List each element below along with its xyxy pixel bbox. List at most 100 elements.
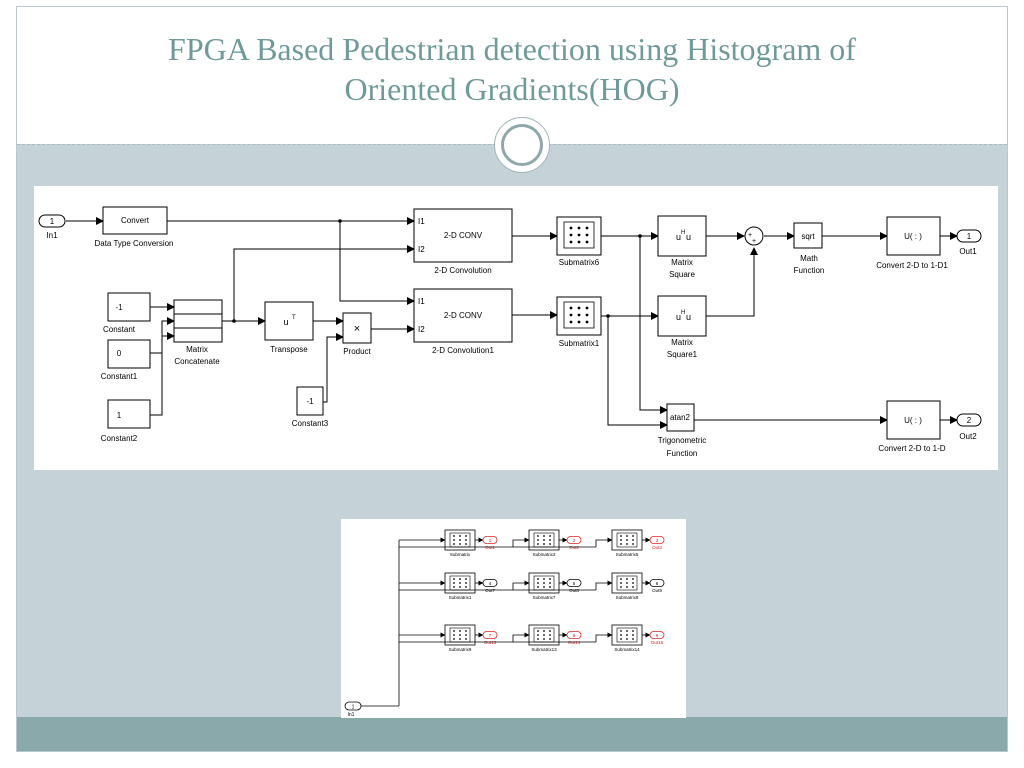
convert-2d-to-1d-block[interactable]: U( : ) Convert 2-D to 1-D — [878, 400, 946, 453]
constant1-block[interactable]: 0 Constant1 — [101, 339, 151, 381]
constant-label: Constant — [103, 325, 136, 334]
product-label: Product — [343, 347, 371, 356]
matrix-square1-block[interactable]: u H u Matrix Square1 — [657, 295, 707, 359]
sub-submatrix-label: Submatrix1 — [449, 595, 472, 600]
matrix-square-block[interactable]: u H u Matrix Square — [657, 215, 707, 279]
sub-submatrix-label: Submatrix7 — [533, 595, 556, 600]
inport-in1[interactable]: 1 In1 — [38, 214, 66, 240]
constant2-block[interactable]: 1 Constant2 — [101, 399, 151, 443]
sub-outport-number: 3 — [656, 538, 659, 543]
msq-label-1: Matrix — [671, 258, 693, 267]
convert-2d-to-1d1-block[interactable]: U( : ) Convert 2-D to 1-D1 — [876, 216, 948, 270]
sub-outport-number: 9 — [656, 633, 659, 638]
outport-out1[interactable]: 1 Out1 — [956, 229, 982, 256]
sum-sign-a: + — [748, 232, 752, 239]
sub-outport-label: Out15 — [651, 640, 664, 645]
out2-number: 2 — [967, 416, 972, 425]
sub-outport-label: Out3 — [652, 545, 662, 550]
slide-footer-band — [17, 717, 1007, 751]
data-type-conversion-block[interactable]: Convert Data Type Conversion — [94, 206, 174, 248]
2d-convolution1-block[interactable]: I1 I2 2-D CONV 2-D Convolution1 — [413, 288, 513, 355]
constant1-label: Constant1 — [101, 372, 138, 381]
sub-outport-label: Out14 — [568, 640, 581, 645]
slide-title: FPGA Based Pedestrian detection using Hi… — [57, 29, 967, 109]
conv-port2: I2 — [418, 245, 425, 254]
submatrix1-block[interactable]: Submatrix1 — [556, 296, 602, 348]
c1d-label: Convert 2-D to 1-D — [878, 444, 945, 453]
sqrt-label-2: Function — [794, 266, 825, 275]
atan2-text: atan2 — [670, 413, 691, 422]
sub-inport-number: 1 — [352, 705, 355, 711]
submatrix1-label: Submatrix1 — [559, 339, 600, 348]
sub-outport-number: 4 — [489, 581, 492, 586]
conv1-label: 2-D Convolution1 — [432, 346, 494, 355]
sub-submatrix-label: Submatrix — [450, 552, 471, 557]
conv1-port2: I2 — [418, 325, 425, 334]
concat-label-1: Matrix — [186, 345, 208, 354]
c1d1-label: Convert 2-D to 1-D1 — [876, 261, 948, 270]
conv-port1: I1 — [418, 217, 425, 226]
title-line-1: FPGA Based Pedestrian detection using Hi… — [168, 31, 856, 67]
sub-outport-label: Out8 — [569, 588, 579, 593]
convert-label: Data Type Conversion — [94, 239, 173, 248]
atan2-label-2: Function — [667, 449, 698, 458]
msq1-sup: H — [681, 310, 685, 316]
sub-inport-in1[interactable]: 1 In1 — [344, 701, 362, 718]
sub-outport-label: Out13 — [484, 640, 497, 645]
product-block[interactable]: × Product — [342, 312, 372, 356]
math-function-block[interactable]: sqrt Math Function — [793, 222, 825, 275]
constant3-block[interactable]: -1 Constant3 — [292, 386, 329, 428]
atan2-label-1: Trigonometric — [658, 436, 707, 445]
concat-label-2: Concatenate — [174, 357, 220, 366]
sub-outport-number: 7 — [489, 633, 492, 638]
sub-submatrix-label: Submatrix14 — [614, 647, 640, 652]
constant-block[interactable]: -1 Constant — [103, 292, 151, 334]
submatrix6-block[interactable]: Submatrix6 — [556, 216, 602, 267]
sub-submatrix-label: Submatrix13 — [531, 647, 557, 652]
title-line-2: Oriented Gradients(HOG) — [344, 71, 680, 107]
sub-submatrix-label: Submatrix9 — [449, 647, 472, 652]
conv-label: 2-D Convolution — [434, 266, 491, 275]
outport-out2[interactable]: 2 Out2 — [956, 413, 982, 441]
sub-outport-label: Out2 — [569, 545, 579, 550]
constant-value: -1 — [115, 303, 123, 312]
transpose-text: u — [283, 317, 288, 327]
msq-u2: u — [686, 232, 691, 242]
transpose-block[interactable]: u T Transpose — [264, 301, 314, 354]
sum-sign-b: + — [752, 238, 756, 245]
trigonometric-function-block[interactable]: atan2 Trigonometric Function — [658, 403, 707, 458]
sub-submatrix-label: Submatrix5 — [616, 552, 639, 557]
sub-outport-label: Out9 — [652, 588, 662, 593]
c1d-text: U( : ) — [904, 416, 922, 425]
sub-outport-label: Out1 — [485, 545, 495, 550]
transpose-label: Transpose — [270, 345, 308, 354]
msq1-label-1: Matrix — [671, 338, 693, 347]
sub-submatrix-label: Submatrix3 — [533, 552, 556, 557]
sum-block[interactable]: + + — [744, 226, 764, 246]
inport-label: In1 — [46, 231, 58, 240]
matrix-concatenate-block[interactable]: Matrix Concatenate — [173, 299, 223, 366]
2d-convolution-block[interactable]: I1 I2 2-D CONV 2-D Convolution — [413, 208, 513, 275]
msq1-u2: u — [686, 312, 691, 322]
submatrix6-label: Submatrix6 — [559, 258, 600, 267]
out2-label: Out2 — [959, 432, 977, 441]
